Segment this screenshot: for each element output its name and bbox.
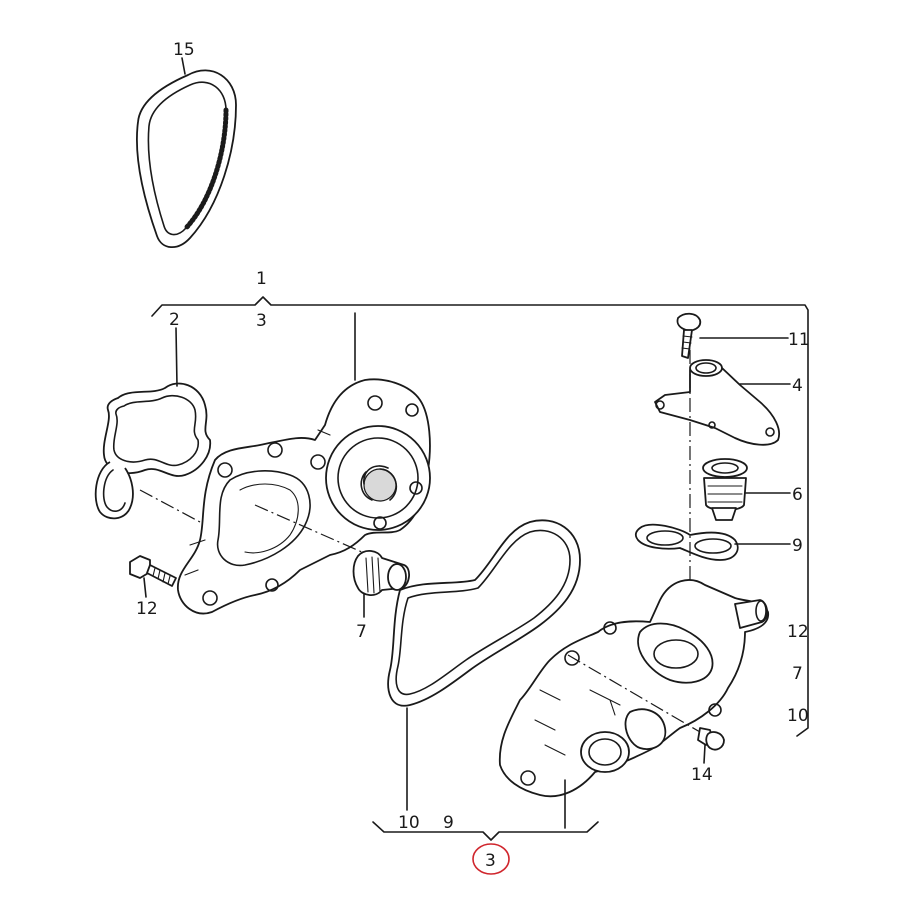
callout-list-10: 10 xyxy=(787,706,809,726)
bolt-right[interactable] xyxy=(697,727,725,751)
highlight-circle xyxy=(472,843,510,875)
thermostat-housing[interactable] xyxy=(498,579,769,798)
timing-belt[interactable] xyxy=(136,69,237,249)
thermostat-cover[interactable] xyxy=(654,359,780,446)
callout-assembly-sub: 3 xyxy=(256,311,267,331)
gasket-left[interactable] xyxy=(94,382,212,520)
callout-assembly: 1 xyxy=(256,269,267,289)
callout-gasket-left: 2 xyxy=(169,310,180,330)
callout-thermostat-cover: 4 xyxy=(792,376,803,396)
seal-right[interactable] xyxy=(634,523,739,561)
connector-pipe[interactable] xyxy=(352,550,410,596)
callout-bolt-top: 11 xyxy=(788,330,810,350)
callout-bolt-right: 14 xyxy=(691,765,713,785)
callout-bolt-left: 12 xyxy=(136,599,158,619)
gasket-center[interactable] xyxy=(387,519,581,707)
callout-bottom-10: 10 xyxy=(398,813,420,833)
bottom-bracket xyxy=(372,821,599,841)
highlighted-callout[interactable]: 3 xyxy=(472,843,510,875)
bolt-top[interactable] xyxy=(676,312,702,359)
callout-bottom-9: 9 xyxy=(443,813,454,833)
callout-belt: 15 xyxy=(173,40,195,60)
callout-list-12: 12 xyxy=(787,622,809,642)
callout-highlighted: 3 xyxy=(485,851,496,871)
thermostat[interactable] xyxy=(702,458,748,521)
bolt-left[interactable] xyxy=(129,555,177,587)
callout-thermostat: 6 xyxy=(792,485,803,505)
water-pump-housing[interactable] xyxy=(177,378,431,615)
callout-pipe-left: 7 xyxy=(356,622,367,642)
callout-seal-right: 9 xyxy=(792,536,803,556)
callout-list-7: 7 xyxy=(792,664,803,684)
assembly-bracket xyxy=(151,296,809,737)
